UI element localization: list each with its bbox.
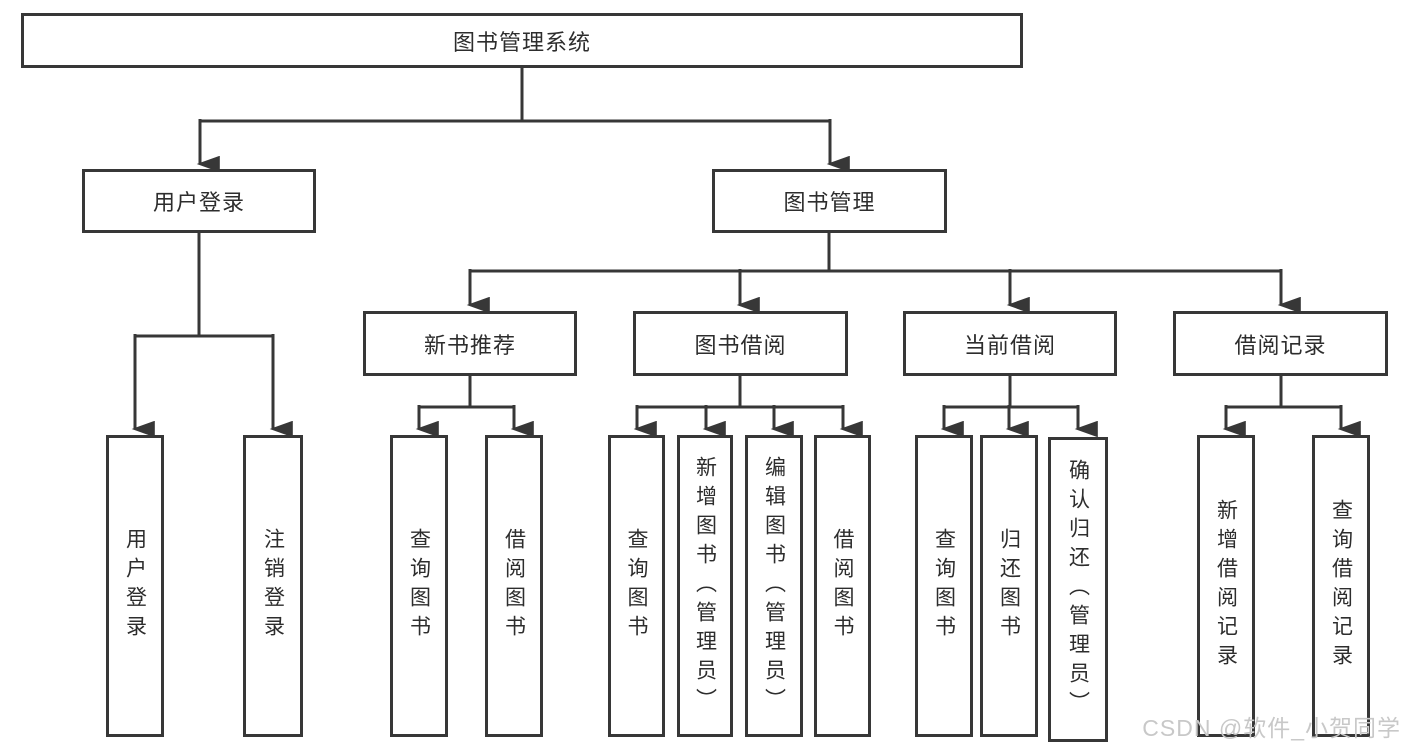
node-book-management: 图书管理: [712, 169, 947, 233]
leaf-borrow-books: 借阅图书: [814, 435, 871, 737]
node-library-system: 图书管理系统: [21, 13, 1023, 68]
leaf-logout: 注销登录: [243, 435, 303, 737]
node-book-borrowing: 图书借阅: [633, 311, 848, 376]
node-current-borrowing: 当前借阅: [903, 311, 1117, 376]
leaf-query-borrow-record: 查询借阅记录: [1312, 435, 1370, 737]
leaf-add-borrow-record: 新增借阅记录: [1197, 435, 1255, 737]
node-user-login: 用户登录: [82, 169, 316, 233]
leaf-add-book-admin: 新增图书（管理员）: [677, 435, 733, 737]
leaf-user-login: 用户登录: [106, 435, 164, 737]
leaf-edit-book-admin: 编辑图书（管理员）: [745, 435, 803, 737]
leaf-query-books-borrowing: 查询图书: [608, 435, 665, 737]
csdn-watermark: CSDN @软件_小贺同学: [1142, 715, 1401, 741]
node-new-book-recommend: 新书推荐: [363, 311, 577, 376]
node-borrow-records: 借阅记录: [1173, 311, 1388, 376]
leaf-confirm-return-admin: 确认归还（管理员）: [1048, 437, 1108, 742]
leaf-query-books-recommend: 查询图书: [390, 435, 448, 737]
leaf-borrow-books-recommend: 借阅图书: [485, 435, 543, 737]
leaf-return-books: 归还图书: [980, 435, 1038, 737]
leaf-query-books-current: 查询图书: [915, 435, 973, 737]
